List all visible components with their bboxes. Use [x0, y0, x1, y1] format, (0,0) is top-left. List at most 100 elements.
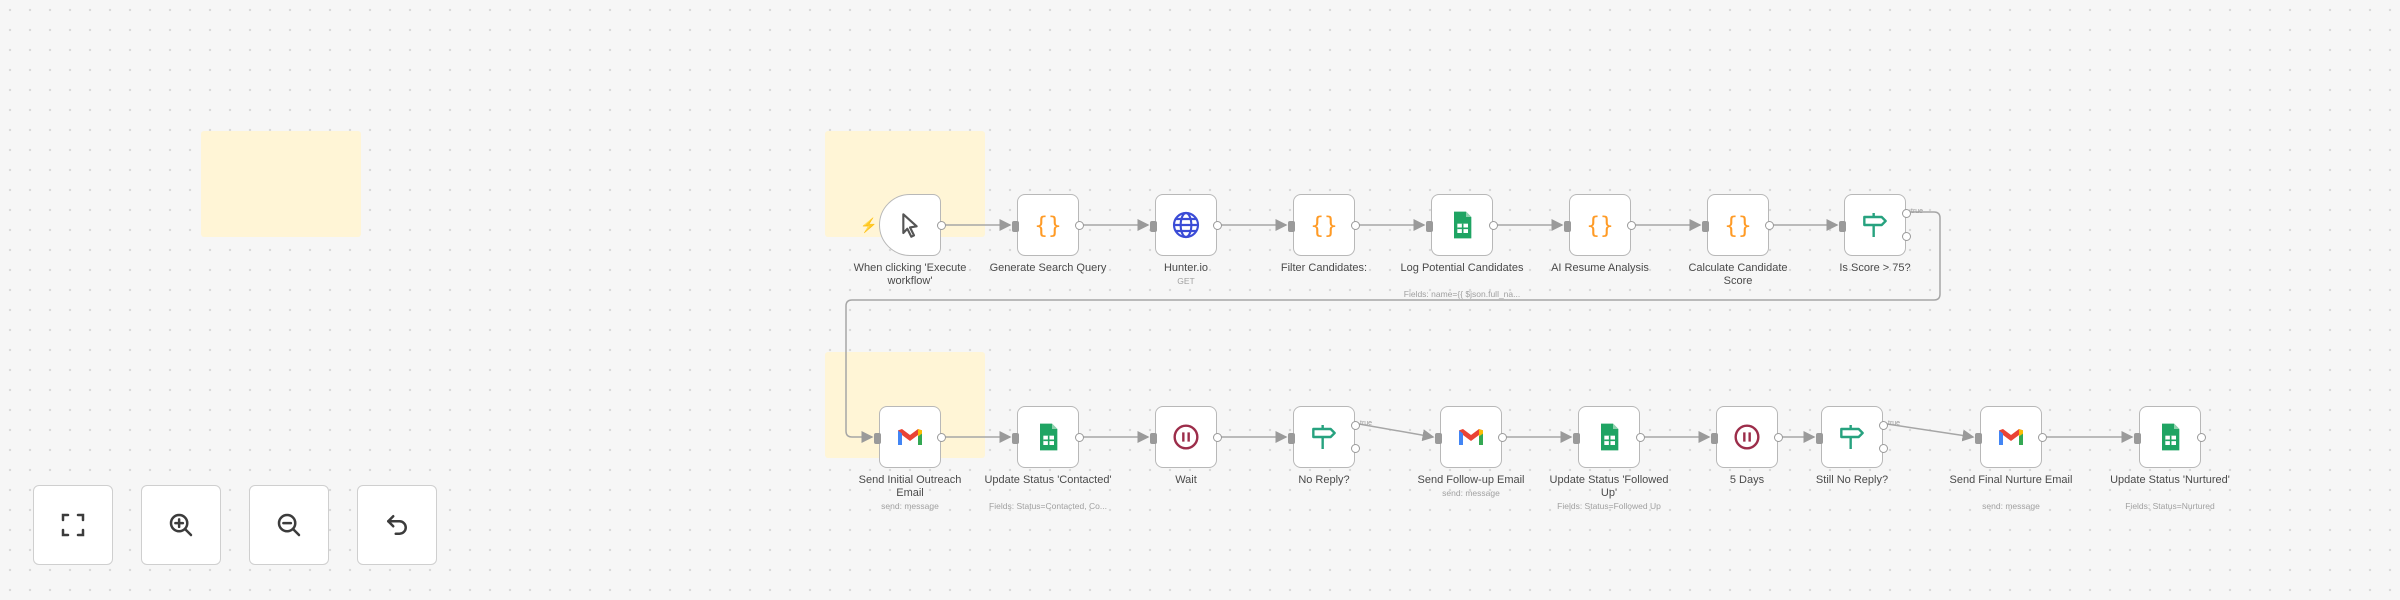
input-port[interactable]: [1975, 433, 1982, 444]
gmail-icon: [1455, 421, 1487, 453]
output-port[interactable]: [937, 221, 946, 230]
node-subtitle: GET: [1177, 276, 1195, 286]
connection-line[interactable]: [1358, 423, 1435, 442]
node-hunter[interactable]: [1150, 194, 1222, 256]
connection-line[interactable]: [845, 211, 1941, 443]
output-port[interactable]: [1075, 221, 1084, 230]
node-filter[interactable]: {}: [1288, 194, 1360, 256]
input-port[interactable]: [874, 433, 881, 444]
code-braces-icon: {}: [1032, 209, 1064, 241]
code-braces-icon: {}: [1584, 209, 1616, 241]
output-port[interactable]: [1627, 221, 1636, 230]
node-wait[interactable]: [1150, 406, 1222, 468]
input-port[interactable]: [1426, 221, 1433, 232]
output-port[interactable]: [1489, 221, 1498, 230]
input-port[interactable]: [1702, 221, 1709, 232]
input-port[interactable]: [1150, 221, 1157, 232]
output-port[interactable]: [1498, 433, 1507, 442]
node-label: When clicking 'Execute workflow': [853, 262, 967, 287]
node-label: Send Final Nurture Email: [1949, 474, 2073, 486]
node-trigger[interactable]: ⚡: [860, 194, 946, 256]
google-sheets-icon: [1446, 209, 1478, 241]
node-label: Send Initial Outreach Email: [858, 474, 962, 499]
zoom-in-icon: [169, 513, 193, 537]
input-port[interactable]: [2134, 433, 2141, 444]
globe-icon: [1170, 209, 1202, 241]
output-port[interactable]: [2038, 433, 2047, 442]
branch-true-label: true: [1360, 420, 1373, 427]
branch-true-label: true: [1911, 208, 1924, 215]
output-port[interactable]: [1075, 433, 1084, 442]
input-port[interactable]: [1573, 433, 1580, 444]
output-port[interactable]: [1765, 221, 1774, 230]
output-port-false[interactable]: [1879, 444, 1888, 453]
input-port[interactable]: [1564, 221, 1571, 232]
input-port[interactable]: [1839, 221, 1846, 232]
zoom-in-button[interactable]: [141, 485, 221, 565]
fit-view-icon: [61, 513, 85, 537]
node-label: Send Follow-up Email: [1417, 474, 1525, 486]
node-label: AI Resume Analysis: [1551, 262, 1649, 274]
code-braces-icon: {}: [1722, 209, 1754, 241]
output-port-true[interactable]: [1879, 421, 1888, 430]
node-ai[interactable]: {}: [1564, 194, 1636, 256]
node-calc[interactable]: {}: [1702, 194, 1774, 256]
node-label: 5 Days: [1729, 474, 1765, 486]
output-port[interactable]: [2197, 433, 2206, 442]
undo-button[interactable]: [357, 485, 437, 565]
node-label: Still No Reply?: [1815, 474, 1889, 486]
node-days5[interactable]: [1711, 406, 1783, 468]
node-if75[interactable]: true: [1839, 194, 1923, 256]
input-port[interactable]: [1816, 433, 1823, 444]
node-label: Update Status 'Followed Up': [1549, 474, 1669, 499]
node-send3[interactable]: [1975, 406, 2047, 468]
zoom-out-button[interactable]: [249, 485, 329, 565]
input-port[interactable]: [1435, 433, 1442, 444]
output-port-false[interactable]: [1902, 232, 1911, 241]
trigger-bolt-icon: ⚡: [860, 217, 878, 233]
node-upd1[interactable]: [1012, 406, 1084, 468]
node-subtitle: Fields: name={{ $json.full_na...: [1403, 289, 1521, 299]
sticky-note[interactable]: [201, 131, 361, 237]
node-subtitle: Fields: Status=Followed Up: [1557, 501, 1661, 511]
node-send2[interactable]: [1435, 406, 1507, 468]
output-port[interactable]: [937, 433, 946, 442]
node-label: Hunter.io: [1163, 262, 1209, 274]
node-upd2[interactable]: [1573, 406, 1645, 468]
node-subtitle: send: message: [881, 501, 939, 511]
node-label: Wait: [1175, 474, 1197, 486]
node-subtitle: send: message: [1982, 501, 2040, 511]
node-subtitle: Fields: Status=Nurtured: [2125, 501, 2215, 511]
if-signpost-icon: [1308, 421, 1340, 453]
output-port[interactable]: [1636, 433, 1645, 442]
node-label: Update Status 'Contacted': [984, 474, 1112, 486]
connection-line[interactable]: [1886, 423, 1975, 442]
output-port[interactable]: [1213, 433, 1222, 442]
output-port-true[interactable]: [1902, 209, 1911, 218]
node-gen[interactable]: {}: [1012, 194, 1084, 256]
node-upd3[interactable]: [2134, 406, 2206, 468]
input-port[interactable]: [1288, 433, 1295, 444]
output-port[interactable]: [1774, 433, 1783, 442]
svg-text:{}: {}: [1310, 213, 1337, 239]
node-log[interactable]: [1426, 194, 1498, 256]
output-port-true[interactable]: [1351, 421, 1360, 430]
node-label: No Reply?: [1298, 474, 1350, 486]
input-port[interactable]: [1012, 433, 1019, 444]
output-port[interactable]: [1213, 221, 1222, 230]
node-label: Generate Search Query: [989, 262, 1107, 274]
input-port[interactable]: [1150, 433, 1157, 444]
fit-view-button[interactable]: [33, 485, 113, 565]
node-label: Update Status 'Nurtured': [2110, 474, 2230, 486]
zoom-out-icon: [277, 513, 301, 537]
node-still[interactable]: true: [1816, 406, 1900, 468]
input-port[interactable]: [1711, 433, 1718, 444]
output-port[interactable]: [1351, 221, 1360, 230]
if-signpost-icon: [1859, 209, 1891, 241]
input-port[interactable]: [1012, 221, 1019, 232]
node-send1[interactable]: [874, 406, 946, 468]
node-noreply[interactable]: true: [1288, 406, 1372, 468]
output-port-false[interactable]: [1351, 444, 1360, 453]
input-port[interactable]: [1288, 221, 1295, 232]
